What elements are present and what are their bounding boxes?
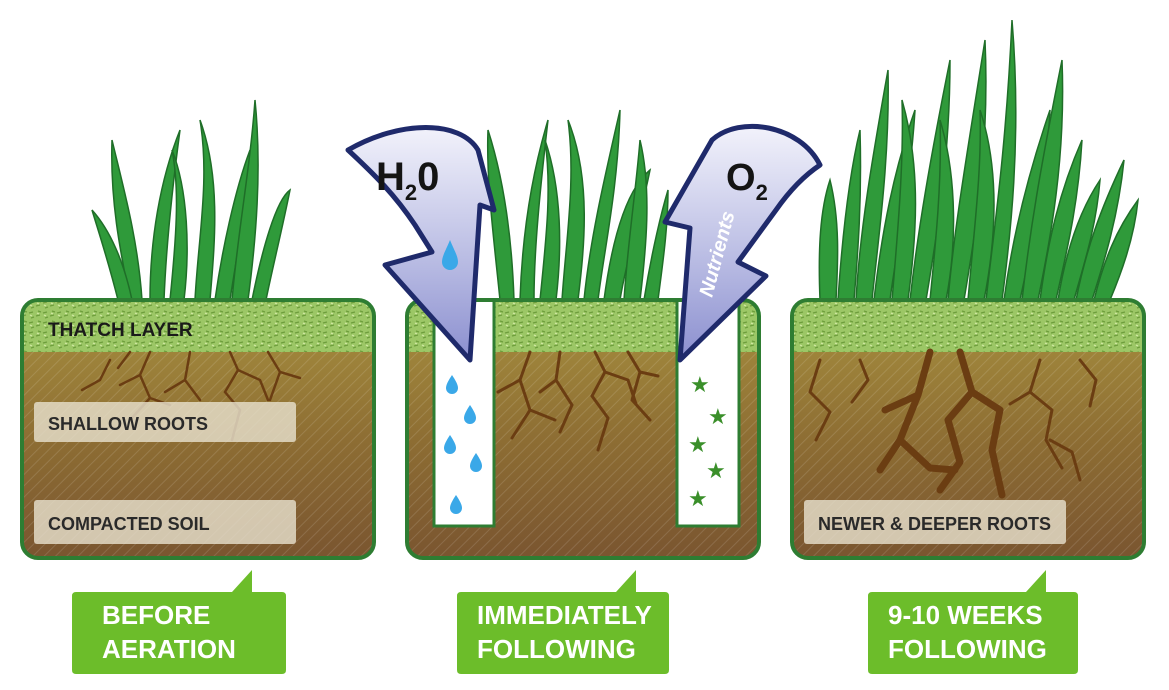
caption-immediately-line1: IMMEDIATELY [477,600,652,630]
thatch-label: THATCH LAYER [48,320,193,341]
o2-label: O2 [726,157,768,205]
grass-immediately [486,109,669,301]
deep-roots [808,348,1098,499]
svg-text:★: ★ [690,373,710,398]
panel-weeks: NEWER & DEEPER ROOTS 9-10 WEEKS FOLLOWIN… [790,19,1146,674]
caption-immediately-line2: FOLLOWING [477,634,636,664]
shallow-roots-badge [34,402,296,442]
nutrients-arrow [662,123,823,363]
svg-text:★: ★ [688,487,708,512]
deeper-roots-badge [804,500,1066,544]
caption-before-line2: AERATION [102,634,236,664]
caption-weeks-line2: FOLLOWING [888,634,1047,664]
svg-text:★: ★ [708,405,728,430]
caption-before-line1: BEFORE [102,600,210,630]
panel-immediately-frame [405,298,761,560]
roots-immediately [496,350,660,452]
shallow-roots-label: SHALLOW ROOTS [48,414,208,434]
water-drop-icon [442,240,458,270]
nutrient-stars: ★ ★ ★ ★ ★ [688,373,728,512]
panel-immediately: ★ ★ ★ ★ ★ H20 O2 Nutrients IMMEDIATELY F… [345,109,823,674]
panel-before: THATCH LAYER SHALLOW ROOTS COMPACTED SOI… [20,99,376,674]
caption-before-bubble [72,570,286,674]
grass-weeks [818,19,1140,301]
deeper-roots-label: NEWER & DEEPER ROOTS [818,514,1051,534]
caption-weeks-line1: 9-10 WEEKS [888,600,1043,630]
thatch-layer [22,300,374,352]
caption-weeks-bubble [868,570,1078,674]
caption-immediately-bubble [457,570,669,674]
svg-text:★: ★ [688,433,708,458]
panel-weeks-frame [790,298,1146,560]
compacted-soil-label: COMPACTED SOIL [48,514,210,534]
water-arrow [345,125,497,363]
compacted-soil-badge [34,500,296,544]
panel-before-frame [20,298,376,560]
h2o-label: H20 [376,155,439,205]
svg-text:★: ★ [706,459,726,484]
grass-before [91,99,292,301]
shallow-roots [80,350,302,442]
